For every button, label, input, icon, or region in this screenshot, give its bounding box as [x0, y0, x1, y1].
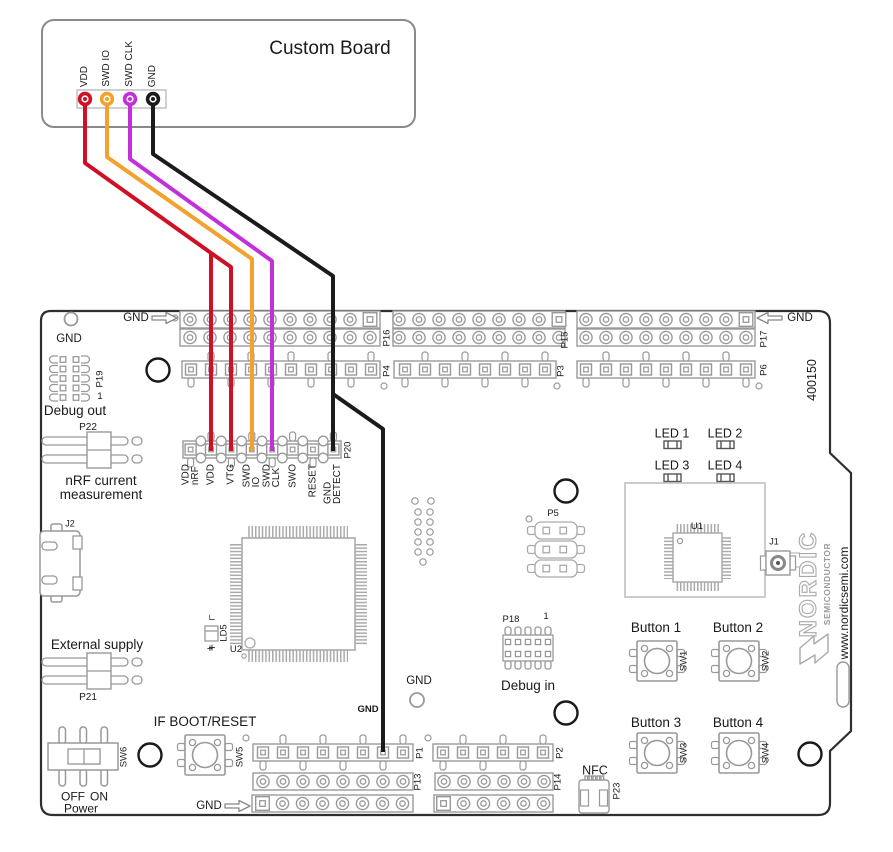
header-p17-row2	[576, 328, 756, 347]
button3-label: Button 3	[630, 714, 682, 730]
header-p13-row2	[251, 794, 414, 813]
current-measurement-line1: nRF current	[65, 472, 137, 488]
wire-vdd	[83, 103, 213, 451]
button-sw3	[628, 732, 686, 774]
wire-gnd-branch	[331, 392, 385, 752]
gnd-testpoint-top	[63, 311, 79, 327]
header-p5	[526, 521, 586, 578]
gnd-arrow-bottom-label: GND	[196, 799, 222, 812]
wire-swdclk	[128, 103, 274, 451]
header-p19	[48, 355, 91, 402]
button1-label: Button 1	[630, 619, 682, 635]
debug-in-title: Debug in	[500, 677, 556, 693]
gnd-arrow-right-icon	[151, 311, 178, 325]
external-supply-plus: +	[208, 640, 216, 655]
header-p3	[393, 351, 557, 388]
debug-out-title: Debug out	[43, 402, 107, 418]
header-label-p22: P22	[79, 421, 97, 433]
external-supply-title: External supply	[50, 636, 144, 652]
header-label-p5: P5	[547, 508, 559, 520]
button4-label: Button 4	[712, 714, 764, 730]
gnd-testpoint-top-label: GND	[56, 332, 82, 345]
gnd-arrow-left-icon	[756, 311, 783, 325]
antenna-label: J1	[769, 536, 779, 547]
header-p14-row2	[433, 794, 554, 813]
header-p14-row1	[434, 772, 554, 791]
header-p2	[432, 734, 554, 771]
current-measurement-line2: measurement	[59, 486, 143, 502]
header-p1	[252, 734, 414, 771]
led1-label: LED 1	[654, 426, 690, 441]
ld5-plus: +	[206, 643, 214, 656]
nfc-title: NFC	[582, 763, 608, 778]
custom-board-title: Custom Board	[269, 38, 391, 60]
wire-vdd-vtg-branch	[209, 251, 233, 451]
wire-swdio	[105, 103, 254, 451]
power-on-label: ON	[90, 789, 108, 804]
gnd-arrow-left-label: GND	[123, 311, 149, 324]
antenna-connector	[759, 550, 800, 576]
gnd-arrow-right-label: GND	[787, 311, 813, 324]
jumper-p21	[41, 652, 143, 690]
boot-reset-title: IF BOOT/RESET	[153, 713, 257, 729]
external-supply-minus: −	[208, 614, 216, 627]
nfc-connector	[578, 775, 610, 814]
wire-gnd-label: GND	[357, 704, 379, 716]
p18-pin1-label: 1	[543, 611, 549, 623]
header-p15-row1	[392, 310, 567, 329]
p19-pin1-label: 1	[97, 391, 103, 403]
header-label-p18: P18	[502, 614, 520, 626]
small-holes	[171, 314, 763, 742]
led2-label: LED 2	[707, 426, 743, 441]
gnd-arrow-bottom-icon	[224, 799, 251, 813]
radio-label: U1	[690, 521, 704, 533]
power-title: Power	[63, 801, 99, 816]
button2-label: Button 2	[712, 619, 764, 635]
gnd-arrows	[151, 311, 783, 813]
power-switch	[47, 726, 119, 787]
usb-label: J2	[65, 518, 75, 529]
edge-slot	[836, 661, 850, 708]
radio-module	[624, 482, 766, 598]
nordic-logo-icon	[799, 633, 829, 665]
header-p15-row2	[392, 328, 566, 347]
button-sw1	[628, 640, 686, 682]
header-p18	[502, 626, 554, 670]
header-p17-row1	[576, 310, 756, 329]
gnd-testpoint-mid-label: GND	[406, 674, 432, 687]
usb-connector	[39, 523, 83, 603]
custom-board-connector	[76, 89, 167, 109]
jumper-p22	[41, 431, 143, 469]
led4-label: LED 4	[707, 458, 743, 473]
header-p6	[576, 351, 756, 388]
gnd-testpoint-mid	[409, 692, 425, 708]
led-components	[663, 440, 735, 483]
power-off-label: OFF	[61, 789, 85, 804]
mounting-holes	[137, 357, 823, 768]
mcu-led	[204, 625, 219, 642]
wire-gnd	[151, 103, 335, 451]
button-sw2	[710, 640, 768, 682]
button-sw4	[176, 734, 234, 776]
led3-label: LED 3	[654, 458, 690, 473]
custom-board-posts	[77, 91, 161, 107]
header-label-p21: P21	[79, 691, 97, 703]
mcu-chip	[230, 526, 367, 662]
button-sw5	[710, 732, 768, 774]
header-p13-row1	[252, 772, 414, 791]
via-cluster	[411, 497, 435, 566]
mcu-label: U2	[229, 644, 243, 656]
